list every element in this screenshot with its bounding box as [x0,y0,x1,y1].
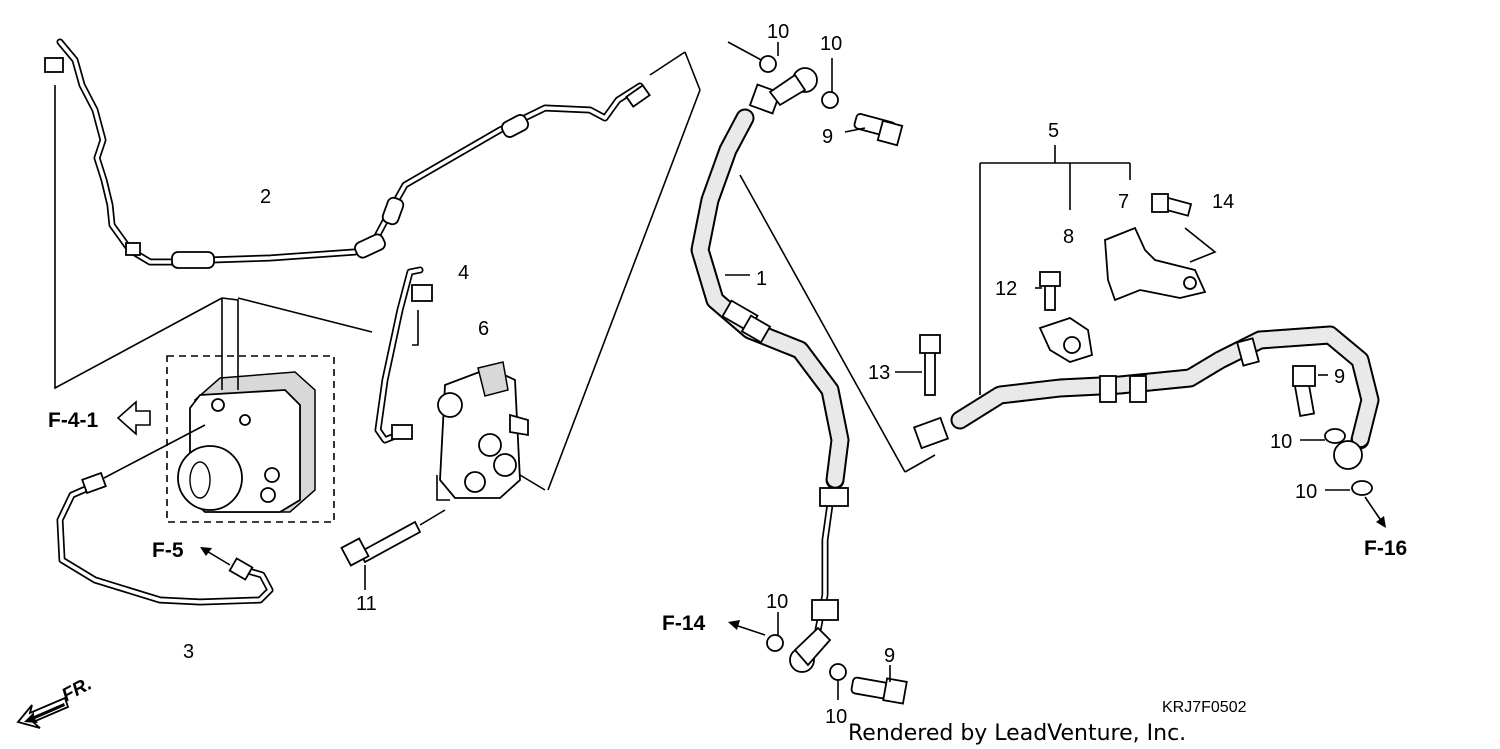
arrow-f41 [116,400,151,436]
callout-9-right: 9 [1334,366,1345,388]
callout-2: 2 [260,186,271,208]
clamp-8[interactable] [1038,317,1094,363]
callout-9-bottom: 9 [884,645,895,667]
callout-5: 5 [1048,120,1059,142]
bolt-9-bottom[interactable] [850,676,908,705]
washer-10a[interactable] [759,55,777,73]
callout-10-a: 10 [767,21,789,43]
brake-pipe-3[interactable] [56,471,274,606]
brake-pipe-2[interactable] [44,38,651,269]
callout-8: 8 [1063,226,1074,248]
credit-text: Rendered by LeadVenture, Inc. [848,721,1186,746]
arrow-f5 [200,547,231,566]
washer-10d[interactable] [829,663,847,681]
washer-10f[interactable] [1351,480,1373,496]
joint-block-6[interactable] [437,361,529,499]
washer-10c[interactable] [766,634,784,652]
callout-1: 1 [756,268,767,290]
banjo-fitting-bottom [789,626,832,673]
ref-f5[interactable]: F-5 [152,539,184,562]
callout-6: 6 [478,318,489,340]
ref-f41[interactable]: F-4-1 [48,409,98,432]
arrow-f14 [728,620,766,636]
callout-7: 7 [1118,191,1129,213]
abs-modulator[interactable] [166,355,335,523]
arrow-f16 [1364,496,1386,528]
bolt-9-top[interactable] [853,113,904,147]
callout-12: 12 [995,278,1017,300]
callout-13: 13 [868,362,890,384]
bolt-14[interactable] [1151,193,1193,217]
callout-10-b: 10 [820,33,842,55]
callout-9-top: 9 [822,126,833,148]
brake-pipe-4[interactable] [374,266,433,444]
bolt-9-right[interactable] [1292,365,1316,417]
ref-f14[interactable]: F-14 [662,612,706,635]
banjo-fitting-top [768,67,818,107]
callout-4: 4 [458,262,469,284]
callout-11: 11 [356,593,377,615]
brake-hose-1[interactable] [690,83,850,634]
washer-10e[interactable] [1324,428,1346,444]
bracket-7[interactable] [1104,226,1207,302]
bolt-13[interactable] [919,334,941,396]
callout-3: 3 [183,641,194,663]
callout-10-e: 10 [766,591,788,613]
bolt-11[interactable] [340,520,422,567]
ref-f16[interactable]: F-16 [1364,537,1407,560]
front-arrow-icon [16,696,70,729]
diagram-code: KRJ7F0502 [1162,699,1247,716]
callout-10-f: 10 [825,706,847,728]
brake-hose-5[interactable] [912,325,1380,470]
callout-10-d: 10 [1295,481,1317,503]
callout-10-c: 10 [1270,431,1292,453]
washer-10b[interactable] [821,91,839,109]
bolt-12[interactable] [1039,271,1061,311]
callout-14: 14 [1212,191,1234,213]
